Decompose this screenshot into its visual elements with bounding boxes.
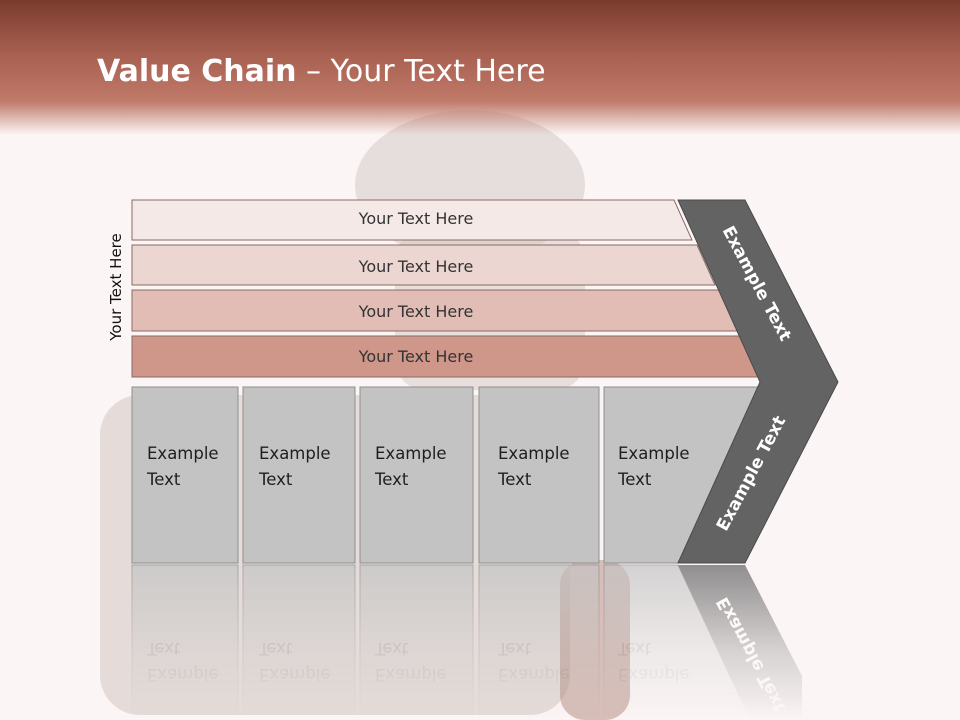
reflection-chevron [678, 565, 802, 720]
header-band [0, 0, 960, 135]
reflection-box-2 [242, 564, 356, 720]
primary-boxes: Example Text Example Text Example Text E… [131, 386, 761, 564]
support-bar-3-label: Your Text Here [358, 302, 474, 321]
primary-box-1-line2: Text [146, 470, 181, 489]
primary-box-3 [359, 386, 474, 564]
support-bars: Your Text Here Your Text Here Your Text … [131, 199, 764, 378]
primary-box-2-line1: Example [259, 444, 331, 463]
primary-box-3-line1: Example [375, 444, 447, 463]
reflection-box-2-line2: Text [258, 639, 293, 658]
support-bar-4-label: Your Text Here [358, 347, 474, 366]
primary-box-5-line1: Example [618, 444, 690, 463]
title-bold: Value Chain [97, 54, 297, 89]
reflection-box-4-line2: Text [497, 639, 532, 658]
reflection-box-4-line1: Example [498, 665, 570, 684]
primary-box-5-line2: Text [617, 470, 652, 489]
chevron-shape [677, 199, 839, 564]
support-bar-2 [131, 244, 716, 286]
reflection-box-3-line1: Example [375, 665, 447, 684]
reflection-box-1 [131, 564, 239, 720]
title-rest: – Your Text Here [296, 54, 546, 89]
support-bar-1 [131, 199, 693, 241]
reflection-box-2-line1: Example [259, 665, 331, 684]
primary-box-4-line2: Text [497, 470, 532, 489]
reflection: Example Text Example Text Example Text E… [131, 564, 802, 720]
primary-box-2 [242, 386, 356, 564]
support-bar-2-label: Your Text Here [358, 257, 474, 276]
reflection-box-1-line2: Text [146, 639, 181, 658]
primary-box-4 [478, 386, 600, 564]
support-bar-1-label: Your Text Here [358, 209, 474, 228]
reflection-box-5-line1: Example [618, 665, 690, 684]
primary-box-1 [131, 386, 239, 564]
reflection-box-3 [359, 564, 474, 720]
reflection-box-3-line2: Text [374, 639, 409, 658]
primary-box-4-line1: Example [498, 444, 570, 463]
reflection-box-4 [478, 564, 600, 720]
slide-title: Value Chain – Your Text Here [97, 54, 546, 89]
primary-box-1-line1: Example [147, 444, 219, 463]
reflection-box-1-line1: Example [147, 665, 219, 684]
primary-box-3-line2: Text [374, 470, 409, 489]
primary-box-2-line2: Text [258, 470, 293, 489]
reflection-box-5-line2: Text [617, 639, 652, 658]
